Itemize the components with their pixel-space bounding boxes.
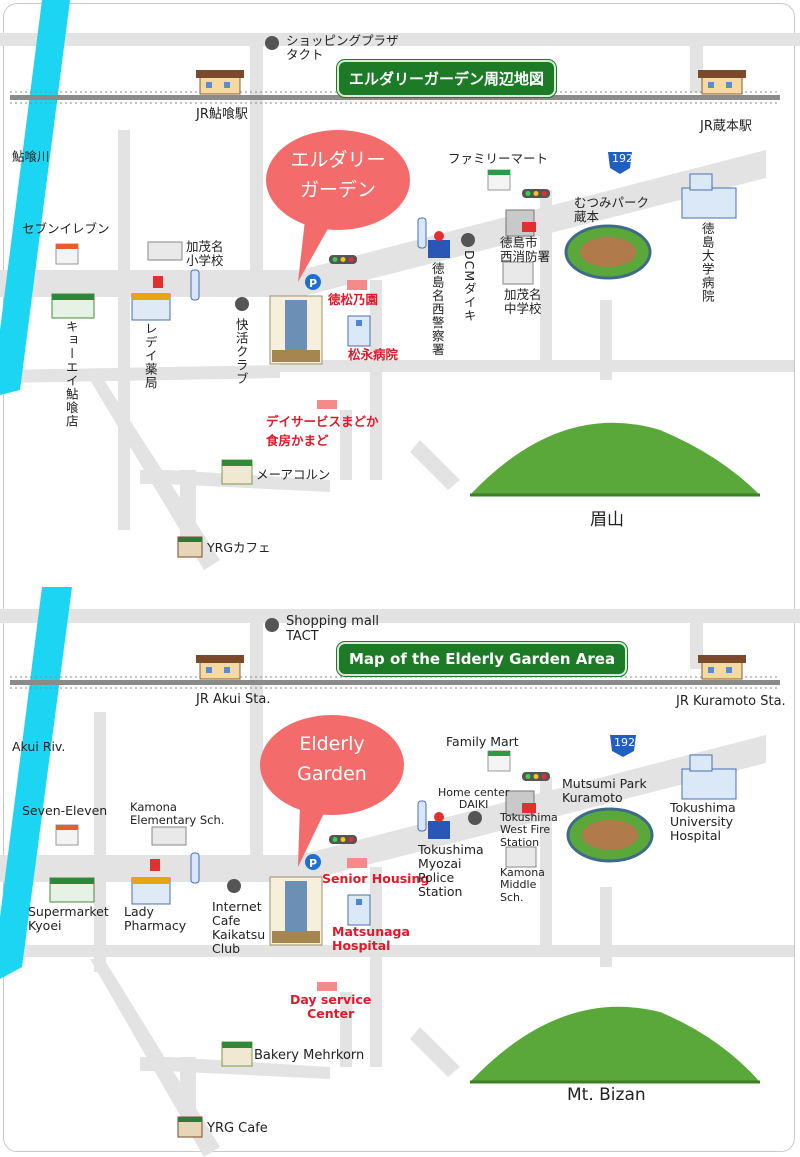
seven-eleven-label: Seven-Eleven (22, 803, 108, 818)
kaikatsu-label: 快活クラブ (233, 318, 249, 386)
map-base-jp: P (0, 0, 800, 570)
jr-kuramoto-label: JR蔵本駅 (700, 119, 752, 134)
bubble-line-2: ガーデン (299, 179, 376, 202)
lady-pharmacy-label: レデイ薬局 (142, 322, 158, 390)
jr-kuramoto-label: JR Kuramoto Sta. (676, 694, 786, 709)
yrg-cafe-label: YRG Cafe (207, 1121, 268, 1136)
railway-en (10, 676, 780, 689)
mutsumi-park-label: むつみパーク蔵本 (574, 195, 650, 224)
mt-bizan-label: 眉山 (590, 510, 624, 530)
map-panel-english: P (0, 587, 800, 1157)
map-title: Map of the Elderly Garden Area (337, 642, 628, 676)
university-hospital-icon (681, 754, 737, 800)
elderly-garden-bubble: エルダリー ガーデン (266, 145, 410, 206)
station-icon (196, 70, 244, 95)
senior-housing-label: 徳松乃園 (328, 292, 379, 307)
family-mart-label: Family Mart (446, 734, 519, 749)
jr-akui-label: JR Akui Sta. (196, 692, 271, 707)
svg-text:P: P (309, 857, 317, 870)
family-mart-label: ファミリーマート (448, 151, 549, 166)
bubble-line-1: Elderly (299, 733, 365, 755)
university-hospital-icon (681, 173, 737, 219)
bubble-line-2: Garden (297, 763, 367, 786)
police-label: 徳島名西警察署 (429, 262, 445, 357)
day-service-label: デイサービスまどか食房かまど (266, 414, 379, 449)
police-icon (428, 231, 450, 258)
matsunaga-hospital-label: 松永病院 (348, 347, 399, 362)
route-192-icon: 192 (614, 736, 635, 749)
university-hospital-label: 徳島大学病院 (699, 222, 715, 303)
elderly-garden-building (269, 876, 323, 946)
kamona-elementary-label: 加茂名小学校 (186, 239, 224, 268)
route-192-icon: 192 (612, 152, 633, 165)
bakery-label: Bakery Mehrkorn (254, 1048, 365, 1063)
hospital-icon (347, 894, 371, 926)
station-icon (196, 655, 244, 680)
mt-bizan-hill (470, 422, 760, 495)
hospital-icon (347, 315, 371, 347)
bubble-shape (266, 130, 410, 230)
elderly-garden-building (269, 295, 323, 365)
kyoei-label: キョーエイ鮎喰店 (63, 320, 79, 428)
map-panel-japanese: P (0, 0, 800, 570)
river-label: Akui Riv. (12, 739, 66, 754)
tact-label: ショッピングプラザタクト (286, 33, 399, 62)
river-label: 鮎喰川 (12, 149, 50, 164)
station-icon (698, 655, 746, 680)
river-jp (0, 0, 70, 395)
map-title: エルダリーガーデン周辺地図 (337, 60, 557, 97)
bubble-line-1: エルダリー (290, 149, 386, 171)
elderly-garden-bubble: Elderly Garden (260, 729, 404, 790)
mt-bizan-label: Mt. Bizan (567, 1085, 646, 1105)
bubble-shape (260, 715, 404, 815)
seven-eleven-label: セブンイレブン (22, 221, 110, 236)
senior-housing-label: Senior Housing (322, 871, 430, 886)
kamona-middle-label: 加茂名中学校 (504, 287, 542, 316)
station-icon (698, 70, 746, 95)
yrg-cafe-label: YRGカフェ (207, 540, 271, 555)
fire-station-label: 徳島市西消防署 (500, 235, 551, 264)
bakery-label: メーアコルン (256, 467, 331, 482)
svg-text:P: P (309, 277, 317, 290)
jr-akui-label: JR鮎喰駅 (196, 107, 248, 122)
daiki-label: DCMダイキ (461, 250, 477, 323)
map-base-en: P (0, 587, 800, 1157)
police-icon (428, 812, 450, 839)
mt-bizan-hill (470, 1006, 760, 1082)
